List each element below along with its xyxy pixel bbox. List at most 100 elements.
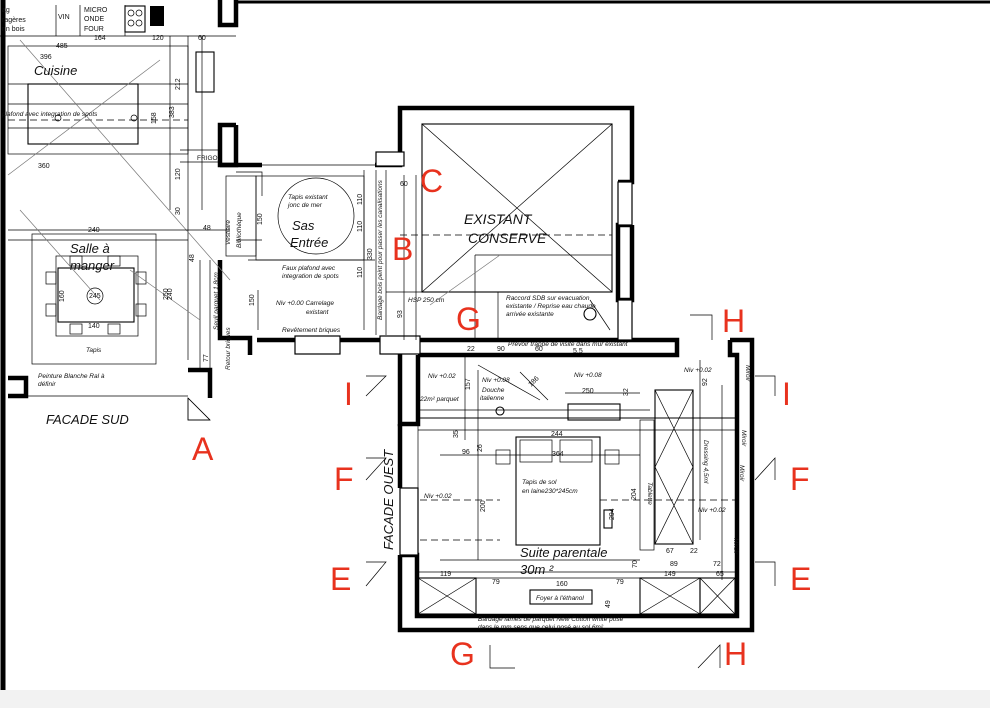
kitchen-dim: 120 bbox=[175, 168, 182, 180]
suite-mirror: Miroir bbox=[744, 365, 751, 382]
kitchen-dim: 120 bbox=[152, 35, 164, 42]
section-marker-i-right: I bbox=[782, 376, 791, 412]
dining-dim: 250 bbox=[163, 288, 170, 300]
suite-fireplace: Foyer à l'éthanol bbox=[536, 595, 584, 602]
existing-dim: 60 bbox=[400, 181, 408, 188]
section-marker-h-bottom: H bbox=[724, 636, 747, 672]
existing-hatch: Prévoir trappe de visite dans mur exista… bbox=[508, 341, 629, 348]
suite-skirting-line2: dans le mm sens que celui posé au sol 6m… bbox=[478, 624, 604, 631]
section-arrow-f-left bbox=[365, 457, 387, 481]
section-arrow-f-right bbox=[754, 457, 776, 481]
existing-note-line3: arrivée existante bbox=[506, 311, 554, 318]
suite-dim: 72 bbox=[713, 561, 721, 568]
section-marker-f-left: F bbox=[334, 461, 354, 497]
suite-dim: 186 bbox=[527, 375, 540, 388]
suite-dim: 79 bbox=[616, 579, 624, 586]
suite-dim: 32 bbox=[623, 388, 630, 396]
suite-title: Suite parentale bbox=[520, 545, 607, 560]
suite-dim: 67 bbox=[666, 548, 674, 555]
section-marker-h-top: H bbox=[722, 303, 745, 339]
kitchen-dim: 485 bbox=[56, 43, 68, 50]
suite-dim: 35 bbox=[453, 430, 460, 438]
sas-floor-line1: Niv +0.00 Carrelage bbox=[276, 300, 334, 307]
sas-dim: 110 bbox=[357, 194, 364, 205]
sas-ceiling-line2: integration de spots bbox=[282, 273, 339, 280]
sas-timber: Bardage bois peint pour passer les canal… bbox=[377, 179, 384, 320]
existing-dim: 22 bbox=[467, 346, 475, 353]
existing-dim: 90 bbox=[497, 346, 505, 353]
suite-dim: 92 bbox=[702, 378, 709, 386]
sas-floor-line2: existant bbox=[306, 309, 330, 316]
existing-dim: 60 bbox=[535, 346, 543, 353]
suite-level: Niv +0.02 bbox=[428, 373, 456, 380]
section-marker-b: B bbox=[392, 231, 413, 267]
dining-title-line1: Salle à bbox=[70, 241, 110, 256]
kitchen-dim: 30 bbox=[175, 207, 182, 215]
kitchen-dim: 212 bbox=[175, 78, 182, 90]
suite-parentale-area: Niv +0.02 Niv +0.08 Niv +0.08 Niv +0.02 … bbox=[417, 355, 751, 631]
section-marker-c: C bbox=[420, 163, 443, 199]
dining-dim: 140 bbox=[88, 323, 100, 330]
facade-labels: FACADE SUD FACADE OUEST bbox=[46, 412, 396, 550]
dining-rug: Tapis bbox=[86, 347, 102, 354]
kitchen-dim: 396 bbox=[40, 54, 52, 61]
suite-shower-line2: italienne bbox=[480, 395, 505, 402]
suite-skirting-line1: Bardage lames de parquet New Cotton whit… bbox=[478, 616, 624, 623]
section-arrow-g-bottom bbox=[489, 645, 515, 669]
kitchen-dim: 48 bbox=[203, 225, 211, 232]
kitchen-label-vin: VIN bbox=[58, 14, 70, 21]
kitchen-title: Cuisine bbox=[34, 63, 77, 78]
viewer-bottom-strip bbox=[0, 690, 990, 708]
kitchen-label-four: FOUR bbox=[84, 26, 104, 33]
section-marker-i-left: I bbox=[344, 376, 353, 412]
section-markers: A B C G H I I F F E E G H bbox=[187, 163, 811, 672]
kitchen-dim: 60 bbox=[198, 35, 206, 42]
suite-dim: 49 bbox=[605, 600, 612, 608]
suite-dim: 160 bbox=[556, 581, 568, 588]
kitchen-area: ag ragères nn bois VIN MICRO ONDE FOUR C… bbox=[1, 5, 231, 360]
sas-cloak-left: Vestiaire bbox=[225, 220, 232, 245]
dining-dim: 160 bbox=[59, 290, 66, 302]
sas-dim: 150 bbox=[249, 294, 256, 306]
sas-ceiling-line1: Faux plafond avec bbox=[282, 265, 336, 272]
facade-west-label: FACADE OUEST bbox=[381, 449, 396, 550]
suite-mirror: Miroir bbox=[740, 430, 747, 447]
suite-area: 30m ² bbox=[520, 562, 554, 577]
suite-dim: 157 bbox=[465, 378, 472, 390]
suite-dim: 22 bbox=[690, 548, 698, 555]
section-arrow-a bbox=[187, 397, 211, 421]
suite-dim: 89 bbox=[670, 561, 678, 568]
sas-dim: 110 bbox=[357, 267, 364, 278]
existing-room-area: EXISTANT CONSERVE HSP 250 cm 60 93 Racco… bbox=[386, 123, 629, 355]
sas-rug-line2: jonc de mer bbox=[287, 202, 323, 209]
existing-dim: 93 bbox=[397, 310, 404, 318]
section-arrow-e-left bbox=[365, 561, 387, 587]
kitchen-label-micro: MICRO bbox=[84, 7, 108, 14]
suite-dim: 119 bbox=[440, 571, 451, 578]
kitchen-dim: 383 bbox=[169, 106, 176, 118]
existing-note-line1: Raccord SDB sur evacuation bbox=[506, 295, 590, 302]
suite-dressing: Dressing 4,5ml bbox=[702, 440, 709, 484]
sas-dim: 110 bbox=[357, 221, 364, 232]
kitchen-label-ag: ag bbox=[2, 7, 10, 14]
kitchen-dim: 158 bbox=[151, 112, 158, 124]
sas-dim: 330 bbox=[367, 248, 374, 260]
kitchen-label-onde: ONDE bbox=[84, 16, 105, 23]
dining-area: Salle à manger 240 160 140 245 48 240 Ta… bbox=[8, 209, 232, 421]
dining-dim: 240 bbox=[167, 288, 174, 300]
sas-entree-area: Tapis existant jonc de mer Sas Entrée Ve… bbox=[225, 164, 387, 335]
suite-level: Niv +0.02 bbox=[698, 507, 726, 514]
suite-level: Niv +0.08 bbox=[482, 377, 510, 384]
suite-level: Niv +0.02 bbox=[424, 493, 452, 500]
sas-cloak-right: Bibliothèque bbox=[236, 212, 243, 248]
sas-rug-line1: Tapis existant bbox=[288, 194, 329, 201]
existing-title-line2: CONSERVE bbox=[468, 230, 547, 246]
suite-rug-line2: en laine230*245cm bbox=[522, 488, 578, 495]
suite-dim: 364 bbox=[552, 451, 564, 458]
kitchen-dim: 164 bbox=[94, 35, 106, 42]
fridge-label: FRIGO bbox=[197, 155, 218, 162]
dining-reveal: Retour briques bbox=[225, 327, 232, 370]
dining-paint-line2: définir bbox=[38, 381, 57, 388]
dining-dim: 245 bbox=[89, 293, 101, 300]
